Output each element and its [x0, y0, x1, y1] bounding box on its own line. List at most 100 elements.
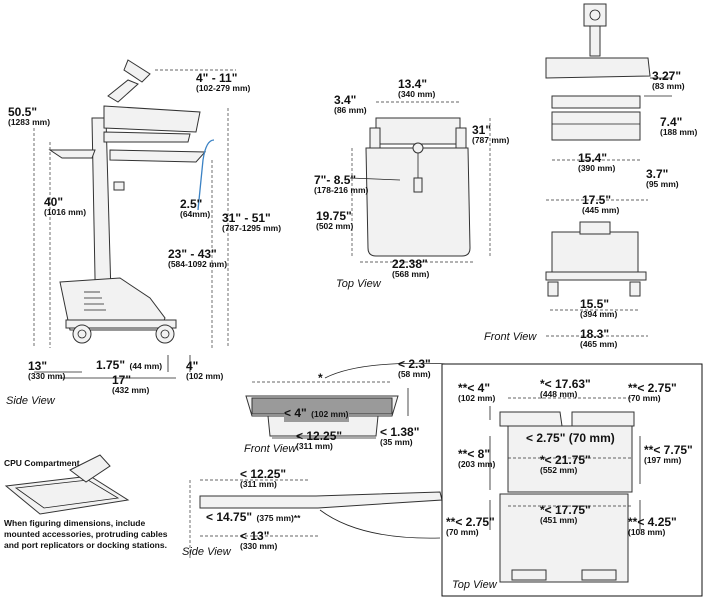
label-mm: (568 mm)	[392, 269, 430, 279]
cpu-side-13: < 13" (330 mm)	[240, 530, 277, 551]
label-mm: (330 mm)	[28, 371, 66, 381]
label-mm: (502 mm)	[316, 221, 354, 231]
front-view-drawing	[545, 3, 672, 337]
label-mm: (102 mm)	[458, 393, 496, 403]
label-mm: (432 mm)	[112, 385, 150, 395]
label-value: 13"	[28, 359, 48, 373]
label-mm: (86 mm)	[334, 105, 367, 115]
front-327: 3.27" (83 mm)	[652, 70, 685, 91]
label-mm: (445 mm)	[582, 205, 620, 215]
cpu-note-line: When figuring dimensions, include	[4, 518, 146, 528]
label-value: **< 4.25"	[628, 515, 677, 529]
label-value: 18.3"	[580, 327, 610, 341]
detail-box	[441, 363, 703, 597]
label-value: 4"	[186, 359, 199, 373]
side-4: 4" (102 mm)	[186, 360, 223, 381]
label-mm: (188 mm)	[660, 127, 698, 137]
label-value: 4" - 11"	[196, 71, 238, 85]
side-depth-17: 17" (432 mm)	[112, 374, 149, 395]
cpu-front-caption: Front View	[244, 443, 297, 455]
label-mm: (390 mm)	[578, 163, 616, 173]
label-mm: (70 mm)	[446, 527, 479, 537]
label-mm: (311 mm)	[240, 479, 277, 489]
label-mm: (203 mm)	[458, 459, 496, 469]
label-mm: (311 mm)	[296, 441, 333, 451]
cpu-side-1475: < 14.75" (375 mm)**	[206, 508, 300, 526]
label-value: < 1.38"	[380, 425, 420, 439]
detail-4: **< 4" (102 mm)	[458, 382, 495, 403]
label-value: 3.27"	[652, 69, 682, 83]
label-value: 15.4"	[578, 151, 608, 165]
detail-1763: *< 17.63" (448 mm)	[540, 378, 591, 399]
label-value: **< 7.75"	[644, 443, 693, 457]
top-view-drawing	[349, 101, 491, 263]
label-value: 17.5"	[582, 193, 612, 207]
cpu-side-1225: < 12.25" (311 mm)	[240, 468, 286, 489]
cpu-front-4: < 4" (102 mm)	[284, 404, 349, 422]
label-value: 23" - 43"	[168, 247, 217, 261]
label-mm: (375 mm)**	[256, 513, 301, 523]
cpu-front-1225: < 12.25" (311 mm)	[296, 430, 342, 451]
detail-275b: < 2.75" (70 mm)	[526, 431, 615, 445]
front-154: 15.4" (390 mm)	[578, 152, 615, 173]
label-mm: (340 mm)	[398, 89, 436, 99]
detail-275c: **< 2.75" (70 mm)	[446, 516, 495, 537]
detail-8: **< 8" (203 mm)	[458, 448, 495, 469]
label-mm: (58 mm)	[398, 369, 431, 379]
label-mm: (1016 mm)	[44, 207, 87, 217]
label-mm: (35 mm)	[380, 437, 413, 447]
label-value: *< 21.75"	[540, 453, 591, 467]
label-value: < 14.75"	[206, 510, 253, 524]
label-mm: (44 mm)	[129, 361, 163, 371]
label-mm: (1283 mm)	[8, 117, 51, 127]
label-value: **< 8"	[458, 447, 491, 461]
label-value: 3.7"	[646, 167, 669, 181]
label-mm: (584-1092 mm)	[168, 259, 228, 269]
front-37: 3.7" (95 mm)	[646, 168, 679, 189]
label-value: 13.4"	[398, 77, 428, 91]
label-value: 7.4"	[660, 115, 683, 129]
label-value: **< 2.75"	[446, 515, 495, 529]
label-value: 1.75"	[96, 358, 126, 372]
top-width-134: 13.4" (340 mm)	[398, 78, 435, 99]
front-155: 15.5" (394 mm)	[580, 298, 617, 319]
cpu-side-caption: Side View	[182, 546, 231, 558]
front-74: 7.4" (188 mm)	[660, 116, 697, 137]
label-value: 17"	[112, 373, 132, 387]
label-value: 15.5"	[580, 297, 610, 311]
label-mm: (64mm)	[180, 209, 211, 219]
side-wheel: 1.75" (44 mm)	[96, 356, 162, 374]
label-mm: (448 mm)	[540, 389, 578, 399]
side-adj-31: 31" - 51" (787-1295 mm)	[222, 212, 281, 233]
side-reach: 4" - 11" (102-279 mm)	[196, 72, 250, 93]
label-value: 7"- 8.5"	[314, 173, 357, 187]
cpu-front-138: < 1.38" (35 mm)	[380, 426, 419, 447]
label-value: **< 4"	[458, 381, 491, 395]
top-swing: 7"- 8.5" (178-216 mm)	[314, 174, 368, 195]
side-base-13: 13" (330 mm)	[28, 360, 65, 381]
label-value: 31" - 51"	[222, 211, 271, 225]
label-mm: (70 mm)	[628, 393, 661, 403]
side-height-40: 40" (1016 mm)	[44, 196, 86, 217]
label-mm: (102-279 mm)	[196, 83, 251, 93]
label-value: < 4"	[284, 406, 307, 420]
side-gap: 2.5" (64mm)	[180, 198, 210, 219]
label-mm: (787-1295 mm)	[222, 223, 282, 233]
label-value: < 12.25"	[240, 467, 287, 481]
label-mm: (95 mm)	[646, 179, 679, 189]
cpu-compartment-title: CPU Compartment	[4, 458, 80, 468]
label-value: 19.75"	[316, 209, 352, 223]
cpu-note-line: and port replicators or docking stations…	[4, 540, 167, 550]
detail-2175: *< 21.75" (552 mm)	[540, 454, 591, 475]
label-mm: (394 mm)	[580, 309, 618, 319]
label-mm: (197 mm)	[644, 455, 682, 465]
label-value: 22.38"	[392, 257, 428, 271]
detail-425: **< 4.25" (108 mm)	[628, 516, 677, 537]
label-mm: (451 mm)	[540, 515, 578, 525]
label-value: **< 2.75"	[628, 381, 677, 395]
detail-top-view-caption: Top View	[452, 579, 497, 591]
side-adj-23: 23" - 43" (584-1092 mm)	[168, 248, 227, 269]
label-value: < 2.3"	[398, 357, 431, 371]
side-height-total: 50.5" (1283 mm)	[8, 106, 50, 127]
